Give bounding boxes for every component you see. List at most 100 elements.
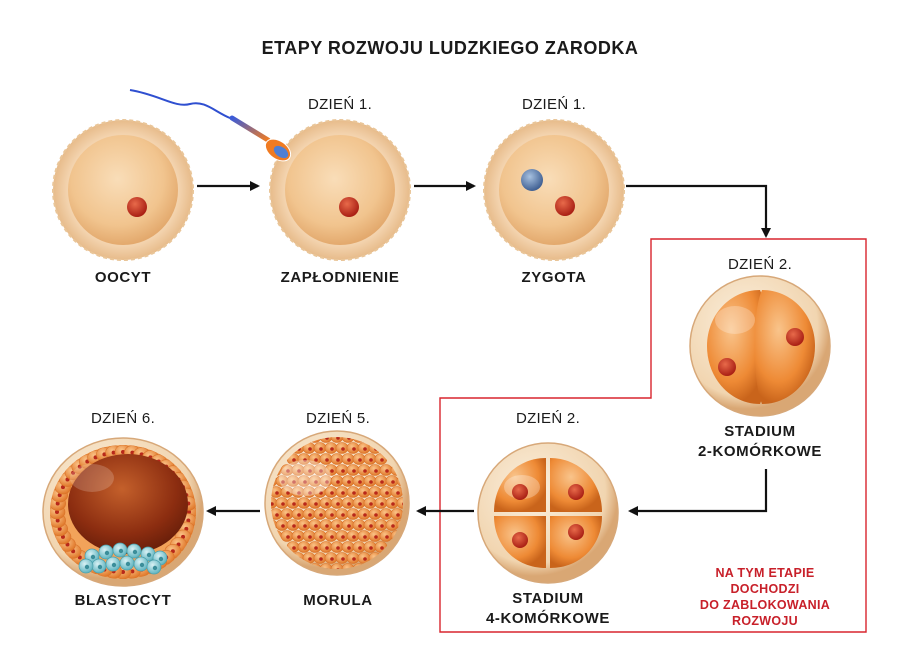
arrow-two-cell-to-four-cell	[628, 469, 768, 516]
morula-cell-nucleus	[281, 524, 285, 528]
morula-cell-nucleus	[336, 437, 340, 440]
morula-cell-nucleus	[369, 458, 373, 462]
morula-cell	[330, 563, 344, 569]
morula-cell-nucleus	[369, 502, 373, 506]
trophoblast-cell-nucleus	[187, 510, 191, 514]
two-cell-illustration	[689, 275, 831, 417]
morula-cell-nucleus	[341, 447, 345, 451]
morula-cell-nucleus	[363, 491, 367, 495]
morula-cell-nucleus	[358, 480, 362, 484]
morula-cell-nucleus	[330, 513, 334, 517]
morula-cell-nucleus	[336, 458, 340, 462]
inner-cell-mass-nucleus	[125, 561, 131, 567]
morula-cell-nucleus	[303, 480, 307, 484]
morula-cell-nucleus	[358, 458, 362, 462]
morula-cell-nucleus	[319, 447, 323, 451]
morula-cell-nucleus	[341, 491, 345, 495]
day-zygote: DZIEŃ 1.	[521, 96, 587, 113]
oocyte-nucleus	[127, 197, 147, 217]
morula-cell-nucleus	[275, 513, 279, 517]
morula-cell-nucleus	[330, 447, 334, 451]
morula-cell-nucleus	[319, 469, 323, 473]
morula-cell-nucleus	[314, 502, 318, 506]
label-two-cell-line1: STADIUM	[724, 423, 796, 440]
morula-cell-nucleus	[308, 469, 312, 473]
label-four-cell-line1: STADIUM	[512, 590, 584, 607]
morula-cell-nucleus	[385, 469, 389, 473]
morula-cell-nucleus	[363, 513, 367, 517]
morula-cell-nucleus	[330, 491, 334, 495]
morula-cell-nucleus	[369, 480, 373, 484]
morula-cell-nucleus	[374, 513, 378, 517]
morula-cell-nucleus	[325, 502, 329, 506]
day-morula: DZIEŃ 5.	[305, 410, 371, 427]
morula-cell-nucleus	[325, 480, 329, 484]
morula-cell	[319, 437, 333, 443]
inner-cell-mass-nucleus	[111, 562, 117, 568]
morula-cell-nucleus	[314, 546, 318, 550]
morula-cell-nucleus	[363, 535, 367, 539]
block-note-line3: DO ZABLOKOWANIA	[699, 598, 831, 612]
inner-cell-mass-nucleus	[118, 548, 124, 554]
morula-cell-nucleus	[325, 524, 329, 528]
morula-cell-nucleus	[308, 513, 312, 517]
morula-cell-nucleus	[369, 524, 373, 528]
morula-cell-nucleus	[363, 469, 367, 473]
day-four-cell: DZIEŃ 2.	[515, 410, 581, 427]
inner-cell-mass-nucleus	[84, 564, 90, 570]
morula-cell	[341, 563, 355, 569]
label-zygote: ZYGOTA	[521, 269, 587, 286]
morula-cell-nucleus	[330, 557, 334, 561]
morula-cell-nucleus	[374, 469, 378, 473]
label-two-cell-line2: 2-KOMÓRKOWE	[697, 443, 823, 460]
morula-cell-nucleus	[352, 557, 356, 561]
morula-cell-nucleus	[314, 480, 318, 484]
morula-cell	[396, 497, 403, 509]
sperm-cell	[129, 89, 292, 162]
blastocyst-illustration	[42, 437, 204, 587]
zygote-male-pronucleus	[521, 169, 543, 191]
morula-cell-nucleus	[380, 502, 384, 506]
morula-cell-nucleus	[303, 458, 307, 462]
zygote-female-pronucleus	[555, 196, 575, 216]
inner-cell-mass-nucleus	[104, 550, 110, 556]
morula-cell-nucleus	[330, 535, 334, 539]
flow-arrows	[197, 181, 771, 516]
morula-cell-nucleus	[358, 502, 362, 506]
morula-cell-nucleus	[358, 546, 362, 550]
morula-cell-nucleus	[330, 469, 334, 473]
zygote-illustration	[483, 119, 625, 261]
trophoblast-cell-nucleus	[186, 518, 191, 523]
morula-cell-nucleus	[308, 491, 312, 495]
four-cell-illustration	[477, 442, 619, 584]
morula-cell-nucleus	[292, 458, 296, 462]
arrow-zygote-to-two-cell	[626, 184, 771, 238]
morula-cell-nucleus	[347, 502, 351, 506]
morula-cell-nucleus	[358, 524, 362, 528]
morula-cell-nucleus	[336, 480, 340, 484]
morula-cell	[330, 437, 344, 443]
morula-cell-nucleus	[341, 513, 345, 517]
oocyte-illustration	[52, 119, 194, 261]
morula-cell-nucleus	[308, 535, 312, 539]
highlight-region-border	[439, 238, 867, 633]
morula-cell-nucleus	[396, 513, 400, 517]
morula-cell-nucleus	[363, 447, 367, 451]
morula-cell-nucleus	[347, 546, 351, 550]
morula-cell-nucleus	[347, 524, 351, 528]
morula-cell-nucleus	[319, 513, 323, 517]
block-note-line2: DOCHODZI	[730, 582, 800, 596]
morula-cell-nucleus	[352, 535, 356, 539]
morula-cell-nucleus	[363, 557, 367, 561]
morula-cell-nucleus	[292, 524, 296, 528]
morula-cell-nucleus	[385, 491, 389, 495]
morula-cell-nucleus	[336, 546, 340, 550]
morula-cell-nucleus	[292, 502, 296, 506]
inner-cell-mass-nucleus	[158, 556, 164, 562]
morula-cell-nucleus	[325, 546, 329, 550]
trophoblast-cell-nucleus	[55, 518, 60, 523]
trophoblast-cell-nucleus	[57, 526, 62, 531]
morula-cell-nucleus	[352, 513, 356, 517]
morula-cell-nucleus	[391, 480, 395, 484]
trophoblast-cell-nucleus	[130, 569, 135, 574]
